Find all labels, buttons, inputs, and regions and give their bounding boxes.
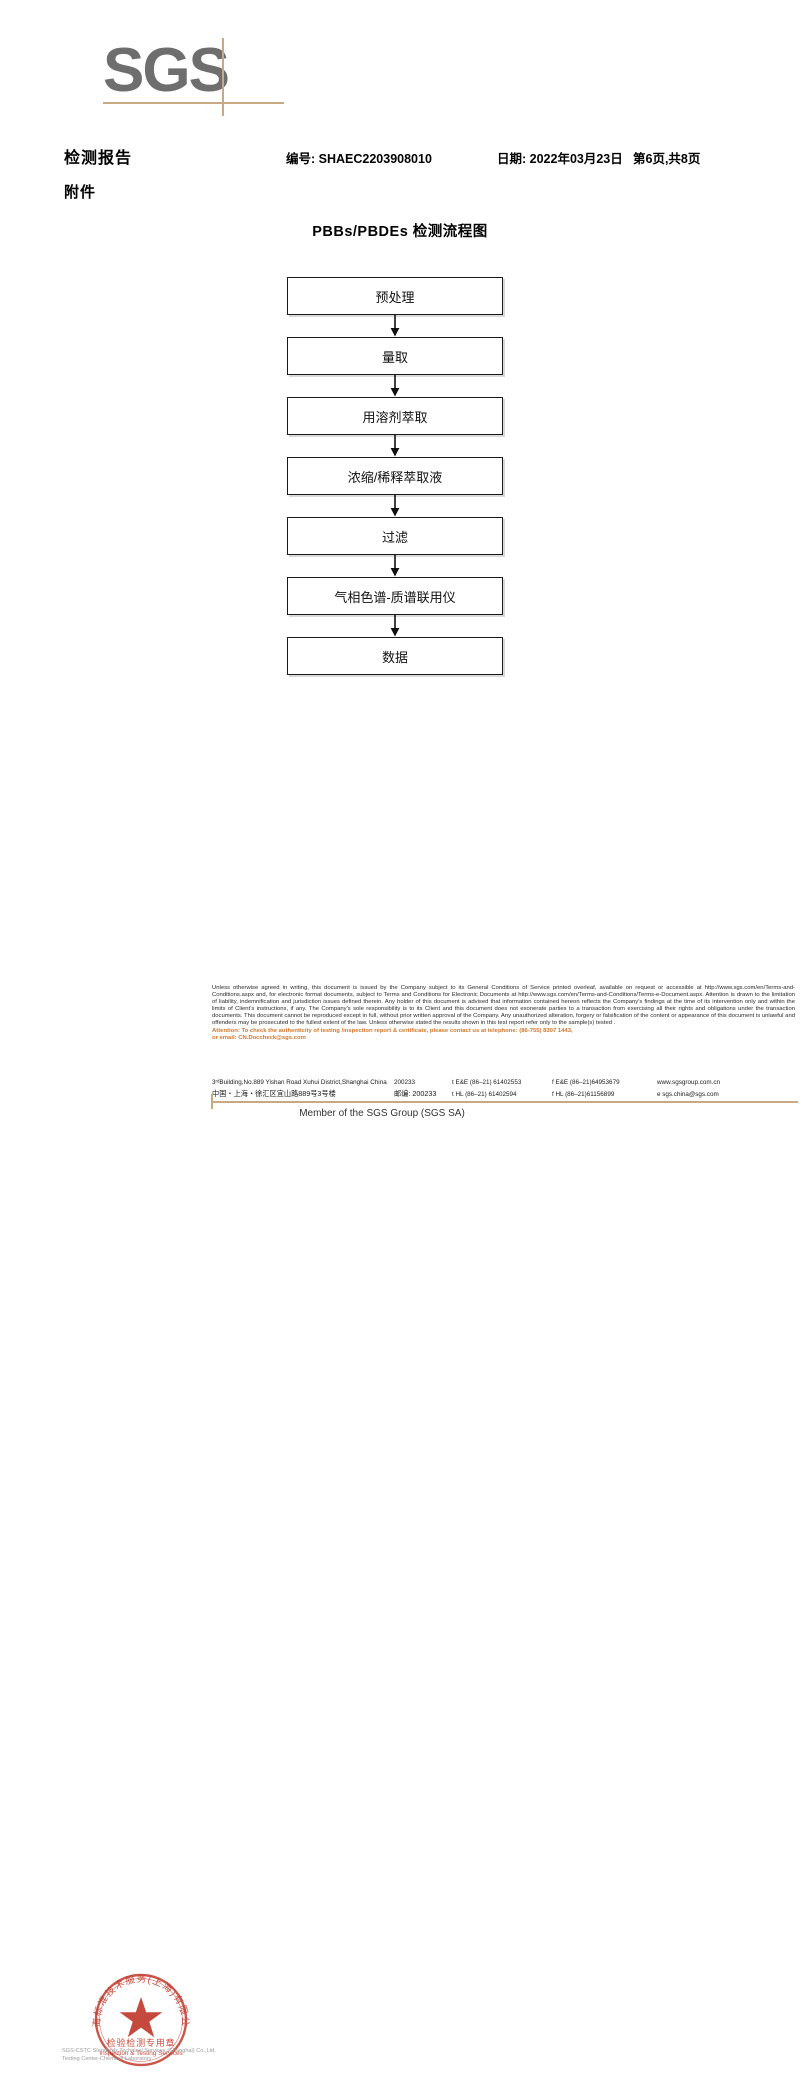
page-title: 检测报告: [64, 150, 133, 167]
flow-node-measure: 量取: [287, 337, 503, 375]
flow-arrow-2: [287, 375, 503, 397]
address-row-en: 3ʳᵈBuilding,No.889 Yishan Road Xuhui Dis…: [212, 1078, 798, 1089]
flow-node-solvent-extraction: 用溶剂萃取: [287, 397, 503, 435]
legal-terms-text: Unless otherwise agreed in writing, this…: [212, 985, 795, 1042]
postcode-cn-label: 邮编:: [394, 1088, 411, 1098]
member-line: Member of the SGS Group (SGS SA): [299, 1108, 465, 1119]
flow-arrow-1: [287, 315, 503, 337]
report-number: 编号: SHAEC2203908010: [286, 152, 432, 166]
flow-node-label: 预处理: [375, 289, 415, 305]
logo-horizontal-rule-left: [103, 102, 235, 104]
flow-node-label: 气相色谱-质谱联用仪: [334, 589, 456, 605]
address-cn: 中国・上海・徐汇区宜山路889号3号楼: [212, 1088, 336, 1098]
flow-node-pretreatment: 预处理: [287, 277, 503, 315]
report-page: SGS 检测报告 附件 编号: SHAEC2203908010 日期: 2022…: [62, 38, 798, 2067]
tel-cn-1: t HL (86–21) 61402594: [452, 1090, 517, 1098]
flow-node-label: 数据: [381, 649, 408, 665]
flow-node-label: 浓缩/稀释萃取液: [347, 469, 443, 485]
sgs-logo-text: SGS: [103, 36, 230, 105]
seal-company-line1: SGS-CSTC Standards Technical Services (S…: [62, 2048, 216, 2054]
postcode-en: 200233: [394, 1079, 416, 1086]
office-address-block: 3ʳᵈBuilding,No.889 Yishan Road Xuhui Dis…: [212, 1078, 798, 1100]
flow-node-label: 过滤: [381, 529, 408, 545]
postcode-cn-value: 200233: [412, 1088, 437, 1098]
tel-en-1: t E&E (86–21) 61402553: [452, 1079, 522, 1086]
flow-node-filtration: 过滤: [287, 517, 503, 555]
email: e sgs.china@sgs.com: [657, 1090, 719, 1098]
report-date: 日期: 2022年03月23日: [497, 152, 623, 166]
flow-node-label: 用溶剂萃取: [362, 409, 428, 425]
seal-company-text: SGS-CSTC Standards Technical Services (S…: [62, 2047, 237, 2063]
sgs-logo: SGS: [103, 38, 303, 118]
attention-line-2: or email: CN.Doccheck@sgs.com: [212, 1034, 306, 1041]
page-indicator: 第6页,共8页: [633, 152, 701, 166]
footer-rule: [211, 1101, 798, 1103]
flow-arrow-4: [287, 495, 503, 517]
tel-cn-2: f HL (86–21)61156899: [552, 1090, 615, 1098]
website: www.sgsgroup.com.cn: [657, 1079, 720, 1086]
logo-horizontal-rule-right: [222, 102, 284, 104]
flowchart-title: PBBs/PBDEs 检测流程图: [312, 224, 488, 240]
flow-node-gcms: 气相色谱-质谱联用仪: [287, 577, 503, 615]
flow-node-data: 数据: [287, 637, 503, 675]
logo-vertical-rule: [222, 38, 224, 116]
flow-arrow-6: [287, 615, 503, 637]
seal-company-line2: Testing Center-Chemical Laboratory: [62, 2056, 152, 2062]
flow-node-label: 量取: [381, 349, 408, 365]
flowchart: 预处理 量取 用溶剂萃取 浓缩/稀释萃取液: [287, 277, 503, 675]
postcode-cn: 邮编: 200233: [394, 1089, 452, 1100]
flow-arrow-5: [287, 555, 503, 577]
address-row-cn: 中国・上海・徐汇区宜山路889号3号楼 邮编: 200233 t HL (86–…: [212, 1089, 798, 1101]
attachment-label: 附件: [64, 184, 97, 201]
flow-arrow-3: [287, 435, 503, 457]
attention-line-1: Attention: To check the authenticity of …: [212, 1027, 573, 1034]
tel-en-2: f E&E (86–21)64953679: [552, 1079, 620, 1086]
address-en: 3ʳᵈBuilding,No.889 Yishan Road Xuhui Dis…: [212, 1079, 387, 1086]
legal-paragraph: Unless otherwise agreed in writing, this…: [212, 985, 795, 1027]
flow-node-concentrate-dilute: 浓缩/稀释萃取液: [287, 457, 503, 495]
